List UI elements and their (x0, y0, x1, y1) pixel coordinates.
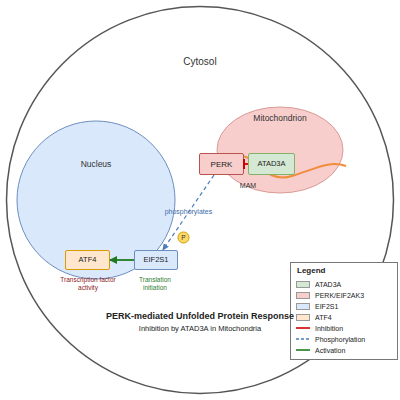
node-label: PERK (211, 160, 233, 169)
node-label: Cytosol (5, 56, 395, 67)
process-box: EIF2S1 (134, 250, 178, 270)
node-label: Nucleus (16, 160, 176, 170)
node-label: Mitochondrion (216, 114, 344, 124)
shape-outline (178, 232, 189, 243)
process-box: PERK (199, 153, 244, 175)
process-box: ATAD3A (248, 153, 295, 175)
node-label: P (177, 234, 190, 242)
legend-line-sample (296, 338, 310, 340)
node-label: ATAD3A (257, 160, 285, 169)
node-label: ATF4 (79, 256, 97, 265)
shape-outline (17, 121, 175, 279)
legend-box (290, 262, 398, 360)
phosphate-circle: P (177, 231, 190, 244)
node-label: EIF2S1 (143, 256, 168, 265)
shape-outline (217, 107, 343, 193)
mitochondrion-ellipse: MitochondrionATAD3A (216, 106, 344, 194)
legend-line-sample (296, 327, 310, 329)
legend-line-sample (296, 349, 310, 351)
process-box: ATF4 (65, 250, 110, 270)
